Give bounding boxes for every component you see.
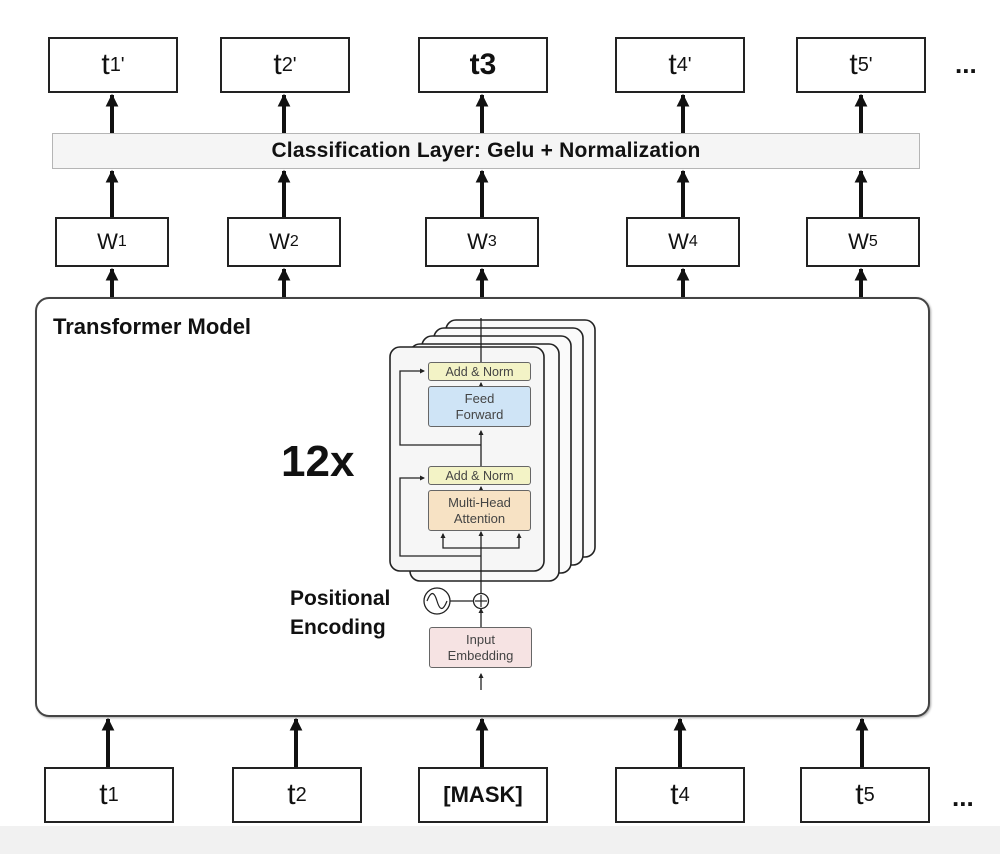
classification-layer: Classification Layer: Gelu + Normalizati…: [52, 133, 920, 169]
output-ellipsis: ...: [955, 49, 977, 79]
positional-encoding-label: Positional Encoding: [290, 587, 391, 639]
input-ellipsis: ...: [952, 782, 974, 812]
output-token-3: t3: [418, 37, 548, 93]
background-strip: [0, 826, 1000, 854]
add-norm-bottom-block: Add & Norm: [428, 466, 531, 485]
classification-label: Classification Layer: Gelu + Normalizati…: [271, 139, 701, 162]
transformer-model-title: Transformer Model: [53, 314, 252, 339]
layer-repeat-count: 12x: [281, 437, 355, 486]
add-norm-top-block: Add & Norm: [428, 362, 531, 381]
input-token-mask: [MASK]: [418, 767, 548, 823]
